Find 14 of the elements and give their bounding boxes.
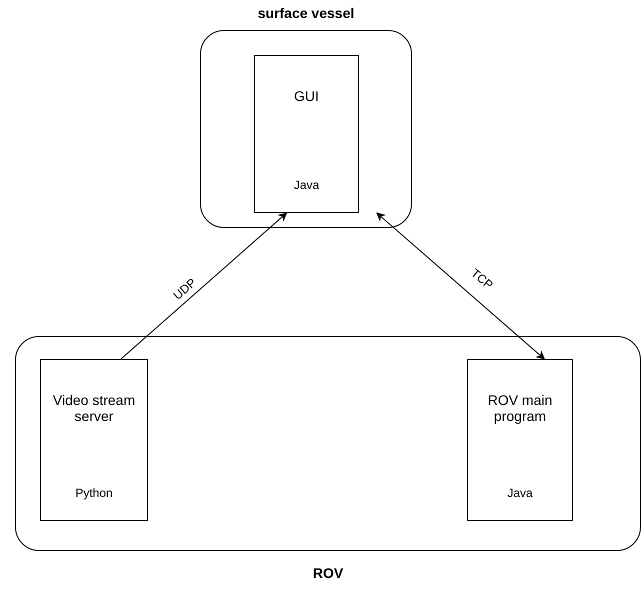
component-name: GUI	[293, 88, 320, 104]
language-label: Python	[74, 486, 114, 500]
process-box	[40, 359, 148, 521]
process-box	[254, 55, 359, 213]
language-label: Java	[506, 486, 534, 500]
arrow	[376, 212, 546, 360]
arrow	[120, 212, 288, 360]
container-title: surface vessel	[258, 5, 354, 21]
language-label: Java	[292, 178, 320, 192]
process-box	[467, 359, 573, 521]
container-title: ROV	[312, 565, 344, 581]
edge-label: TCP	[468, 266, 496, 292]
component-name: Video stream server	[52, 392, 136, 424]
component-name: ROV main program	[486, 392, 554, 424]
